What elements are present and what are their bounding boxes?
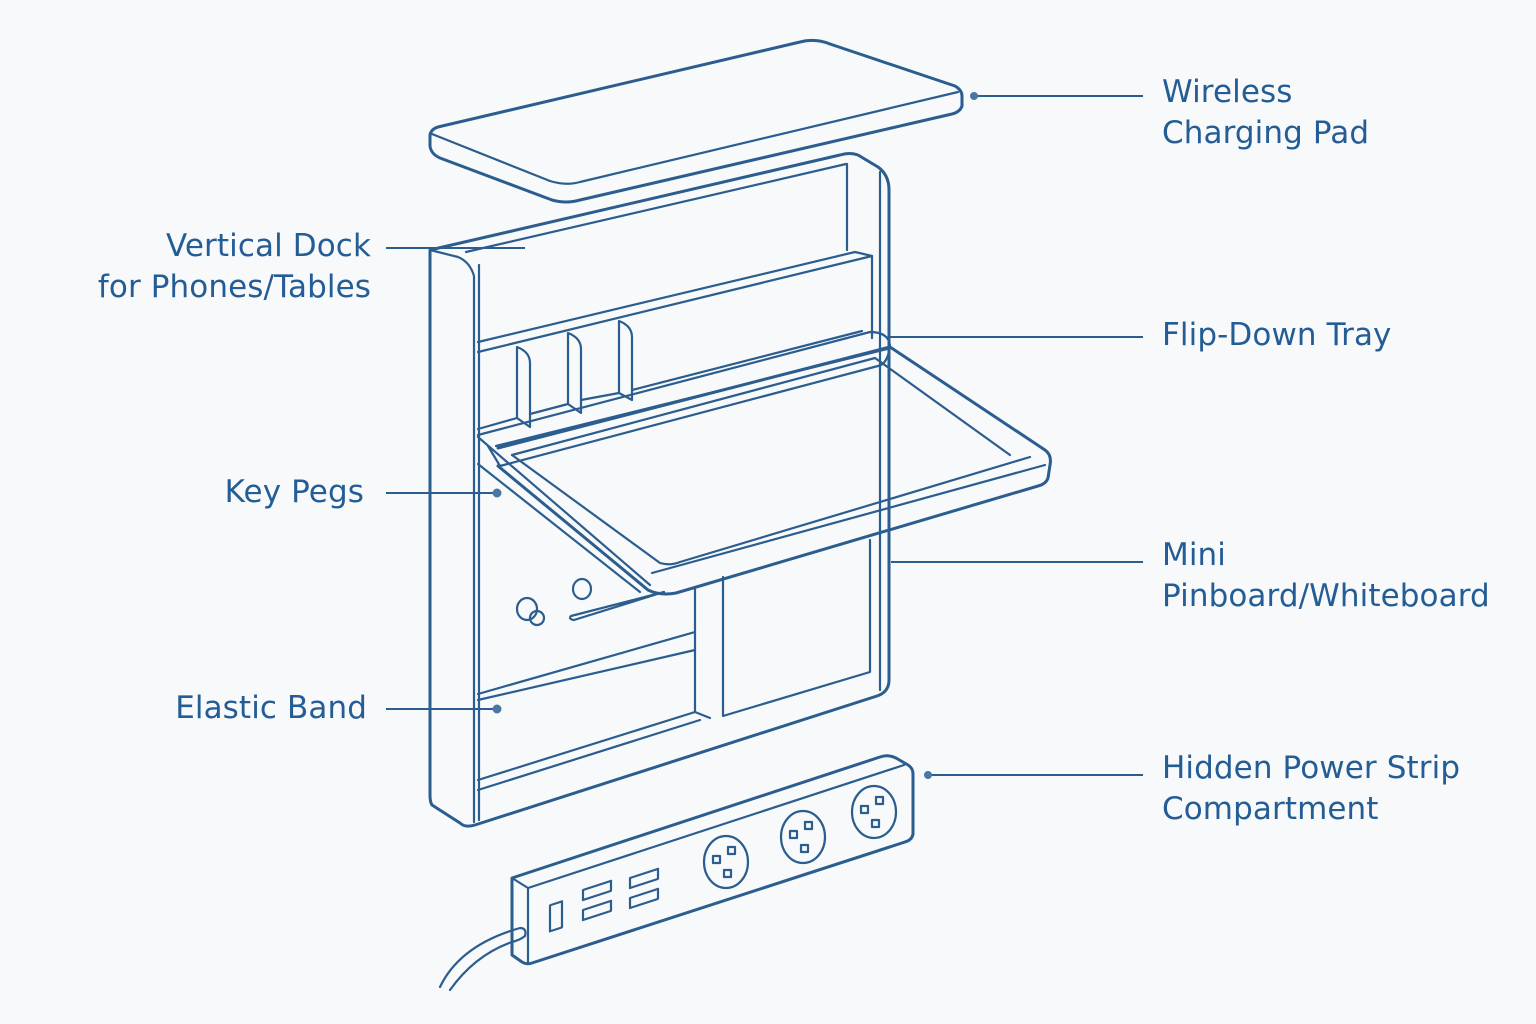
- wireless-charging-pad-part: [428, 38, 964, 204]
- ac-outlet: [779, 809, 827, 865]
- label-flip-down-tray: Flip-Down Tray: [1162, 317, 1392, 353]
- label-key-pegs: Key Pegs: [224, 474, 364, 510]
- ac-outlet: [850, 784, 898, 840]
- key-pegs-part: [515, 577, 666, 627]
- power-strip-part: [438, 754, 915, 992]
- leader-lines: [386, 92, 1143, 779]
- label-mini-pinboard: Mini Pinboard/Whiteboard: [1162, 537, 1490, 614]
- ac-outlet: [702, 834, 750, 890]
- label-vertical-dock: Vertical Dock for Phones/Tables: [97, 228, 371, 305]
- pinboard-part: [476, 538, 872, 792]
- label-elastic-band: Elastic Band: [175, 690, 367, 726]
- label-hidden-power-strip: Hidden Power Strip Compartment: [1162, 750, 1461, 827]
- label-wireless-charging-pad: Wireless Charging Pad: [1162, 74, 1370, 151]
- organizer-frame: [428, 152, 892, 828]
